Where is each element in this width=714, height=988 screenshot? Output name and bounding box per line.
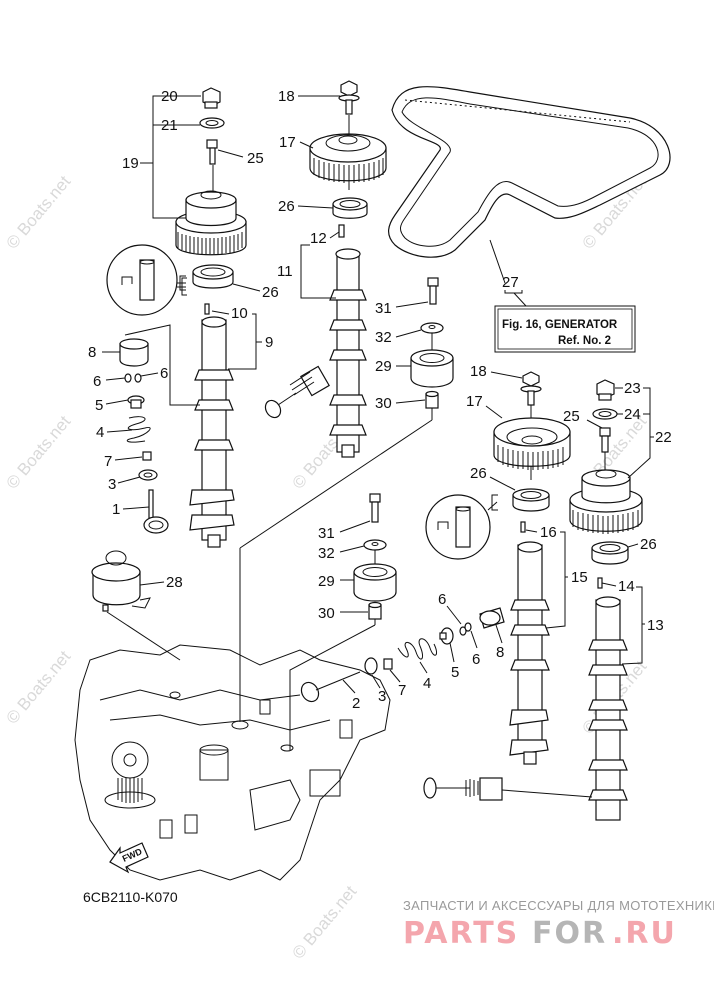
callout-15[interactable]: 15 [571, 569, 588, 586]
callout-1[interactable]: 1 [112, 501, 120, 518]
callout-29[interactable]: 29 [375, 358, 392, 375]
callout-17[interactable]: 17 [279, 134, 296, 151]
idler-pulley-lower[interactable] [289, 493, 397, 750]
callout-8[interactable]: 8 [88, 344, 96, 361]
callout-28[interactable]: 28 [166, 574, 183, 591]
callouts: 20 21 19 25 26 18 17 26 12 11 27 31 32 2… [88, 88, 672, 712]
camshaft-left[interactable] [189, 303, 235, 548]
callout-27[interactable]: 27 [502, 274, 519, 291]
callout-6[interactable]: 6 [160, 365, 168, 382]
callout-32[interactable]: 32 [375, 329, 392, 346]
callout-5[interactable]: 5 [95, 397, 103, 414]
callout-26[interactable]: 26 [470, 465, 487, 482]
callout-4[interactable]: 4 [96, 424, 104, 441]
promo-brand-for: FOR [532, 916, 607, 951]
callout-32[interactable]: 32 [318, 545, 335, 562]
callout-3[interactable]: 3 [378, 688, 386, 705]
forward-direction-arrow: FWD [109, 842, 149, 874]
callout-7[interactable]: 7 [398, 682, 406, 699]
promo-brand-ru: .RU [612, 916, 677, 951]
callout-30[interactable]: 30 [318, 605, 335, 622]
detail-inset-right [425, 494, 498, 560]
callout-19[interactable]: 19 [122, 155, 139, 172]
exhaust-pulley-assembly-right[interactable] [569, 379, 643, 565]
reference-line-1: Fig. 16, GENERATOR [502, 319, 618, 331]
watermark: © Boats.net [3, 412, 75, 493]
idler-pulley-upper[interactable] [239, 277, 454, 549]
callout-25[interactable]: 25 [563, 408, 580, 425]
watermark: © Boats.net [3, 172, 75, 253]
callout-21[interactable]: 21 [161, 117, 178, 134]
callout-14[interactable]: 14 [618, 578, 635, 595]
watermark: © Boats.net [289, 882, 361, 963]
callout-12[interactable]: 12 [310, 230, 327, 247]
callout-26[interactable]: 26 [278, 198, 295, 215]
callout-13[interactable]: 13 [647, 617, 664, 634]
watermark: © Boats.net [3, 647, 75, 728]
generator-reference-box[interactable]: Fig. 16, GENERATOR Ref. No. 2 [494, 305, 636, 353]
callout-8[interactable]: 8 [496, 644, 504, 661]
valve-parts-center[interactable] [298, 607, 505, 705]
valve-assembly-lower-right[interactable] [423, 777, 593, 801]
callout-16[interactable]: 16 [540, 524, 557, 541]
exhaust-pulley-assembly-left[interactable] [175, 87, 247, 289]
callout-30[interactable]: 30 [375, 395, 392, 412]
callout-6[interactable]: 6 [93, 373, 101, 390]
callout-18[interactable]: 18 [470, 363, 487, 380]
callout-9[interactable]: 9 [265, 334, 273, 351]
callout-25[interactable]: 25 [247, 150, 264, 167]
callout-31[interactable]: 31 [375, 300, 392, 317]
callout-2[interactable]: 2 [352, 695, 360, 712]
callout-4[interactable]: 4 [423, 675, 431, 692]
reference-line-2: Ref. No. 2 [558, 335, 611, 347]
callout-3[interactable]: 3 [108, 476, 116, 493]
intake-pulley-right[interactable] [493, 371, 571, 512]
promo-brand-parts: PARTS [403, 916, 519, 951]
callout-26[interactable]: 26 [262, 284, 279, 301]
callout-10[interactable]: 10 [231, 305, 248, 322]
timing-belt[interactable] [388, 86, 671, 258]
callout-7[interactable]: 7 [104, 453, 112, 470]
callout-11[interactable]: 11 [277, 263, 293, 280]
valve-assembly-center[interactable] [262, 365, 330, 420]
promo-banner: ЗАПЧАСТИ И АКСЕССУАРЫ ДЛЯ МОТОТЕХНИКИ PA… [403, 898, 714, 951]
belt-tensioner[interactable] [91, 550, 181, 661]
camshaft-center[interactable] [329, 248, 367, 458]
callout-31[interactable]: 31 [318, 525, 335, 542]
callout-24[interactable]: 24 [624, 406, 641, 423]
callout-20[interactable]: 20 [161, 88, 178, 105]
camshaft-right-15[interactable] [509, 521, 550, 765]
callout-23[interactable]: 23 [624, 380, 641, 397]
intake-pulley-center[interactable] [309, 80, 387, 238]
camshaft-right-13[interactable] [588, 577, 628, 821]
promo-tagline: ЗАПЧАСТИ И АКСЕССУАРЫ ДЛЯ МОТОТЕХНИКИ [403, 898, 714, 913]
diagram-code: 6CB2110-K070 [83, 889, 178, 905]
callout-5[interactable]: 5 [451, 664, 459, 681]
callout-29[interactable]: 29 [318, 573, 335, 590]
valve-parts-left[interactable] [119, 338, 169, 534]
callout-22[interactable]: 22 [655, 429, 672, 446]
callout-6[interactable]: 6 [438, 591, 446, 608]
detail-inset-left [106, 244, 186, 316]
callout-18[interactable]: 18 [278, 88, 295, 105]
callout-6[interactable]: 6 [472, 651, 480, 668]
callout-17[interactable]: 17 [466, 393, 483, 410]
callout-26[interactable]: 26 [640, 536, 657, 553]
